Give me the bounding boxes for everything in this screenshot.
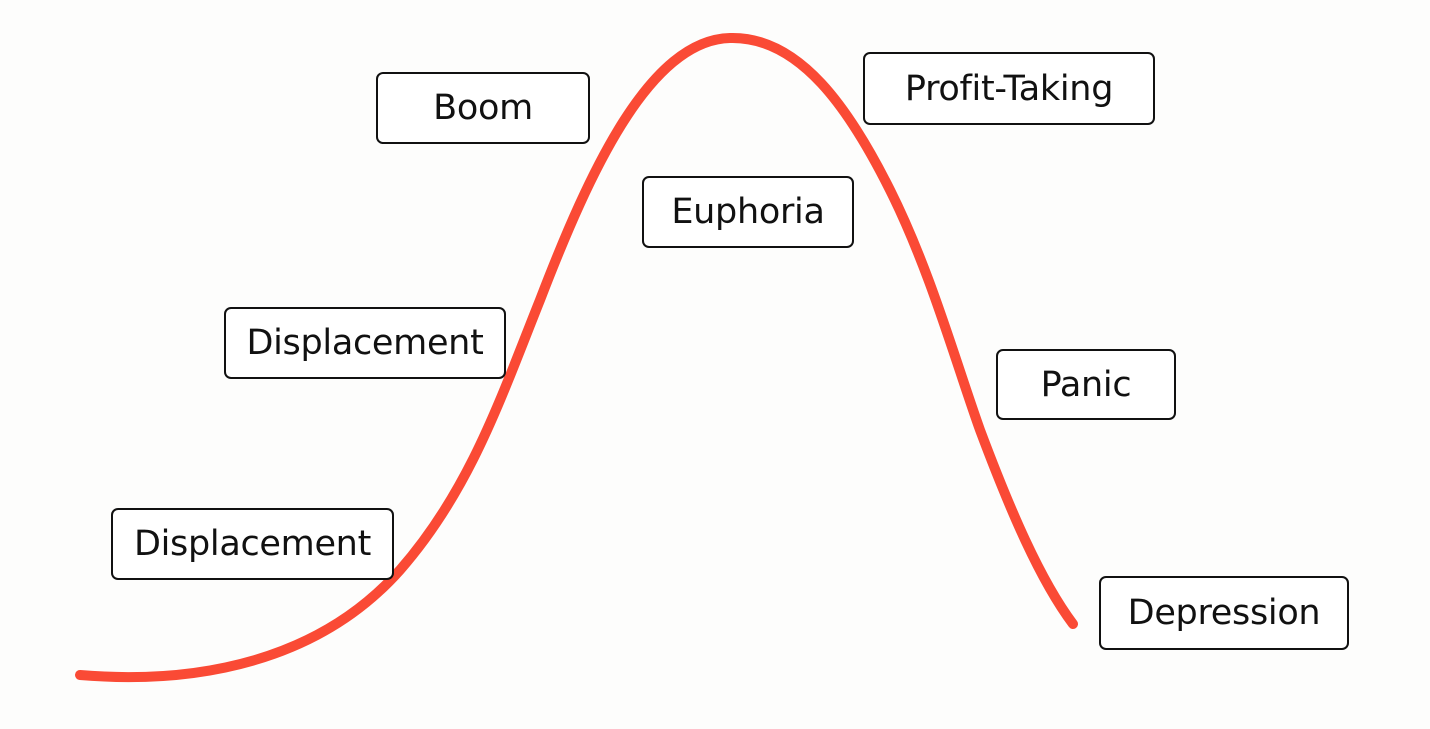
label-displacement-lower: Displacement <box>111 508 394 580</box>
label-text: Displacement <box>246 323 484 363</box>
label-boom: Boom <box>376 72 590 144</box>
label-text: Boom <box>433 88 533 128</box>
label-text: Euphoria <box>671 192 825 232</box>
label-displacement-upper: Displacement <box>224 307 506 379</box>
label-text: Panic <box>1040 364 1132 405</box>
label-profit-taking: Profit-Taking <box>863 52 1155 125</box>
label-text: Depression <box>1127 593 1321 633</box>
label-text: Displacement <box>133 524 371 564</box>
label-depression: Depression <box>1099 576 1349 650</box>
label-euphoria: Euphoria <box>642 176 854 248</box>
label-text: Profit-Taking <box>904 68 1114 109</box>
label-panic: Panic <box>996 349 1176 420</box>
